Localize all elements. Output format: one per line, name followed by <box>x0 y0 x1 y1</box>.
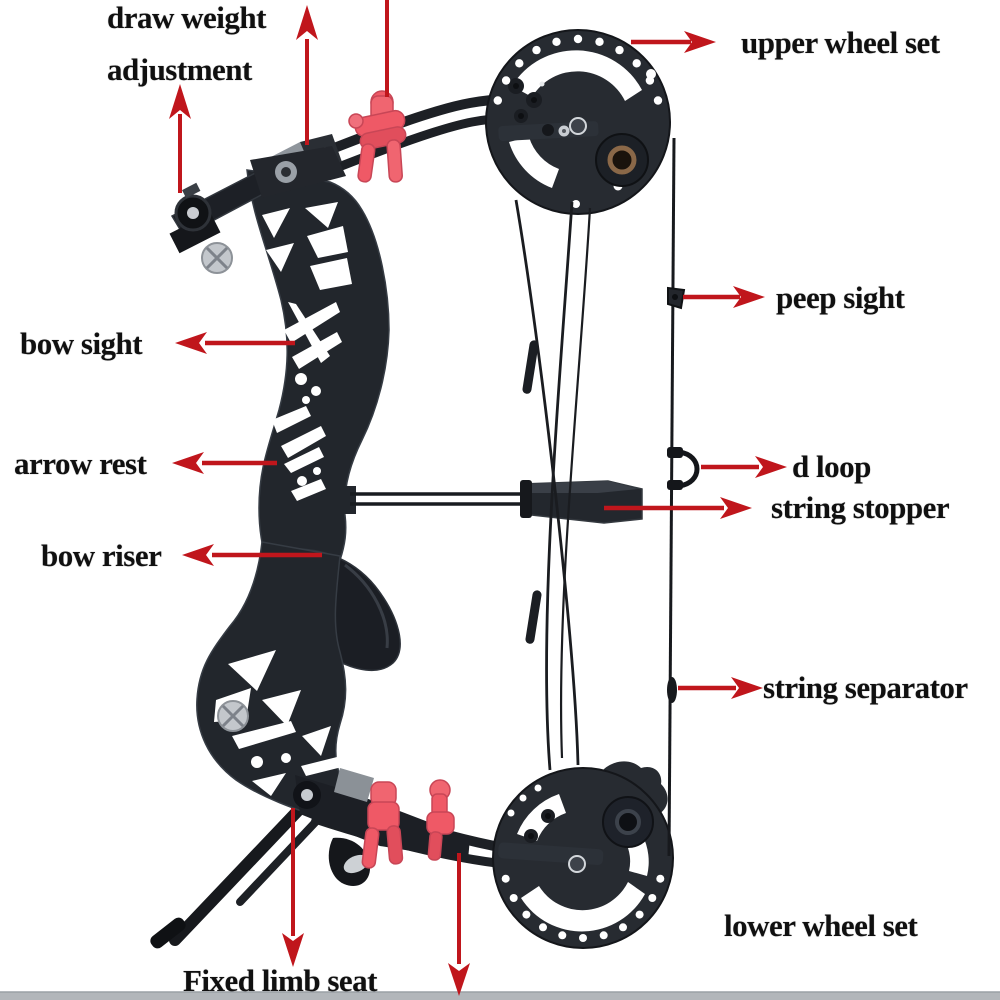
arrow-d-loop <box>701 456 787 478</box>
peep-sight <box>667 286 686 310</box>
arrow-fixed-limb-seat <box>282 808 304 967</box>
arrow-string-separator <box>678 677 763 699</box>
string-stopper <box>342 480 643 524</box>
arrow-lower-limb <box>448 853 470 996</box>
bow-stand <box>150 792 329 949</box>
arrow-draw-weight-adjustment <box>169 84 191 193</box>
arrow-peep-sight <box>683 286 765 308</box>
label-fixed-limb-seat: Fixed limb seat <box>183 963 378 998</box>
annotation-arrows <box>169 0 787 996</box>
label-draw-weight-line2: adjustment <box>107 52 252 87</box>
upper-limb-pocket <box>250 146 346 198</box>
label-d-loop: d loop <box>792 449 871 484</box>
lower-wheel <box>492 761 674 949</box>
arrow-upper-wheel-set <box>631 31 716 53</box>
lower-limb-dampeners <box>361 779 455 869</box>
label-lower-wheel-set: lower wheel set <box>724 908 918 943</box>
label-bow-riser: bow riser <box>41 538 162 573</box>
label-bow-sight: bow sight <box>20 326 143 361</box>
label-upper-wheel-set: upper wheel set <box>741 25 940 60</box>
arrow-string-stopper <box>604 497 752 519</box>
label-draw-weight-adjustment: draw weight adjustment <box>107 1 266 86</box>
upper-wheel <box>485 29 671 215</box>
cable-slide-lower <box>525 590 542 644</box>
arrow-top-limb <box>296 5 318 145</box>
label-arrow-rest: arrow rest <box>14 446 147 481</box>
d-loop <box>667 447 700 490</box>
bow-riser-upper <box>201 169 390 566</box>
arrow-bow-riser <box>182 544 322 566</box>
cable-slide-upper <box>522 340 539 394</box>
photo-bottom-edge <box>0 992 1000 1000</box>
arrow-bow-sight <box>175 332 295 354</box>
label-string-separator: string separator <box>763 670 968 705</box>
lower-axle <box>568 855 586 873</box>
label-draw-weight-line1: draw weight <box>107 0 266 35</box>
bow-artwork <box>0 29 1000 1000</box>
label-string-stopper: string stopper <box>771 490 950 525</box>
label-peep-sight: peep sight <box>776 280 905 315</box>
strings-and-cables <box>514 137 676 857</box>
upper-axle <box>569 117 587 135</box>
bow-riser-lower <box>196 541 349 819</box>
string-separator-knot <box>667 677 677 703</box>
bowstring <box>667 137 676 857</box>
arrow-arrow-rest <box>172 452 277 474</box>
upper-limb-dampener <box>348 90 407 183</box>
